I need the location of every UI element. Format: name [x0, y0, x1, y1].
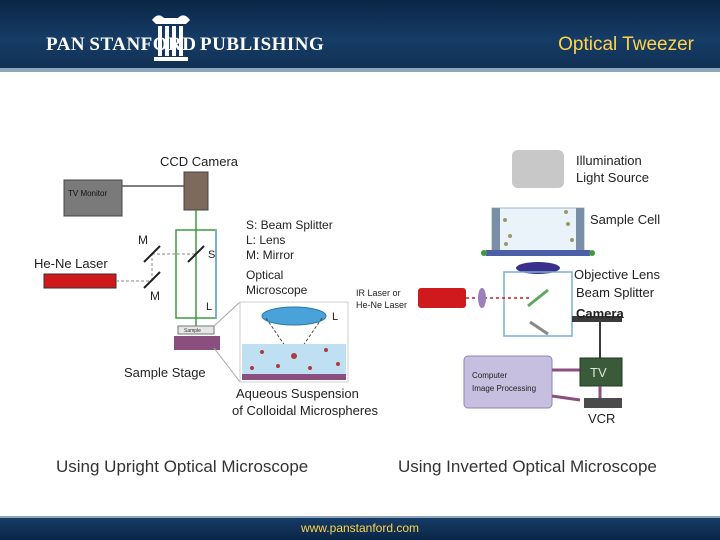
- computer-box: [463, 355, 553, 409]
- vcr-label: VCR: [588, 411, 615, 426]
- illumination-source-box: [512, 150, 564, 188]
- illumination-label-1: Illumination: [576, 153, 642, 168]
- sample-cell-wall-left: [492, 208, 500, 252]
- ccd-camera-box: [183, 171, 209, 211]
- cell-clip-left: [481, 250, 487, 256]
- objective-lens-upright: [261, 306, 327, 326]
- sample-stage-box: [174, 336, 220, 350]
- tv-monitor-box: [63, 179, 123, 217]
- footer-bar: [0, 518, 720, 540]
- he-ne-laser-label: He-Ne Laser: [34, 256, 108, 271]
- column-logo-icon: [152, 15, 190, 61]
- publisher-logo-text: PAN STANFORD: [46, 34, 197, 56]
- slide-title: Optical Tweezer: [558, 34, 694, 55]
- splitter-label: S: [208, 249, 215, 261]
- illumination-label-2: Light Source: [576, 170, 649, 185]
- focus-cone-right: [295, 317, 323, 357]
- aqueous-label-1: Aqueous Suspension: [236, 386, 359, 401]
- mirror-bottom: [143, 271, 161, 289]
- footer-url: www.panstanford.com: [300, 521, 420, 535]
- mirror-label-bottom: M: [150, 289, 160, 303]
- upright-caption: Using Upright Optical Microscope: [56, 457, 309, 476]
- sample-stage-label: Sample Stage: [124, 365, 206, 380]
- aqueous-label-2: of Colloidal Microspheres: [232, 403, 378, 418]
- cell-particles: [503, 210, 574, 246]
- tv-label: TV: [590, 365, 607, 380]
- ir-laser-box: [418, 288, 466, 308]
- ir-laser-label-1: IR Laser or: [356, 288, 401, 298]
- he-ne-laser-box: [43, 273, 117, 289]
- mirror-top: [143, 245, 161, 263]
- legend-beam-splitter: S: Beam Splitter: [246, 218, 333, 232]
- lens-label-upright: L: [206, 301, 212, 313]
- publisher-word-publishing-text: PUBLISHING: [200, 34, 325, 55]
- optical-microscope-label-1: Optical: [246, 268, 283, 282]
- footer-rule: [0, 516, 720, 519]
- header-bar: [0, 0, 720, 72]
- camera-box: [572, 316, 622, 322]
- mirror-inverted: [529, 320, 549, 336]
- publisher-word-stanford: STANFORD: [89, 34, 197, 55]
- tv-monitor-label: TV Monitor: [68, 189, 107, 198]
- publisher-word-pan: PAN: [46, 34, 86, 55]
- objective-lens-label: Objective Lens: [574, 267, 660, 282]
- computer-label-1: Computer: [472, 371, 507, 380]
- legend-lens: L: Lens: [246, 233, 285, 247]
- magnified-stage: [242, 374, 346, 380]
- beam-splitter-label: Beam Splitter: [576, 285, 655, 300]
- ir-laser-label-2: He-Ne Laser: [356, 300, 407, 310]
- ir-lens: [478, 288, 486, 308]
- sample-cell-label: Sample Cell: [590, 212, 660, 227]
- legend-mirror: M: Mirror: [246, 248, 294, 262]
- lens-label-zoom: L: [332, 311, 338, 323]
- focus-cone-left: [265, 317, 293, 357]
- microspheres: [250, 348, 340, 370]
- ccd-camera-label: CCD Camera: [160, 154, 239, 169]
- header-rule: [0, 68, 720, 72]
- optical-microscope-label-2: Microscope: [246, 283, 308, 297]
- sample-cell-wall-right: [576, 208, 584, 252]
- sample-label: Sample: [184, 328, 201, 334]
- publisher-word-publishing: PUBLISHING: [200, 34, 324, 56]
- tv-box: [579, 357, 623, 387]
- zoom-line-top: [213, 301, 241, 327]
- camera-label: Camera: [576, 306, 624, 321]
- beam-splitter-inverted: [527, 288, 549, 308]
- computer-label-2: Image Processing: [472, 384, 536, 393]
- cell-clip-right: [589, 250, 595, 256]
- sample-cell-base: [486, 250, 590, 256]
- inverted-caption: Using Inverted Optical Microscope: [398, 457, 657, 476]
- zoom-line-bottom: [213, 347, 241, 383]
- inverted-beam-path: [503, 271, 573, 337]
- mirror-label-top: M: [138, 233, 148, 247]
- objective-lens-inverted: [516, 262, 560, 274]
- sample-slide: [177, 325, 215, 335]
- computer-to-vcr-cable: [551, 394, 581, 402]
- vcr-box: [584, 398, 622, 408]
- beam-splitter: [187, 245, 205, 263]
